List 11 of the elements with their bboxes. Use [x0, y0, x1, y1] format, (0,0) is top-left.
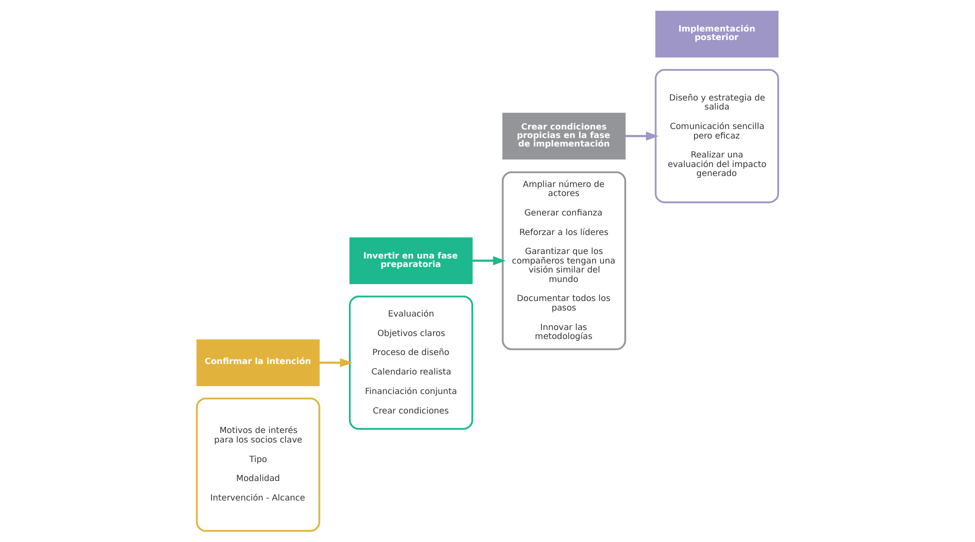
- arrow: [625, 132, 659, 141]
- node-box: Motivos de interés para los socios clave Tipo Modalidad Intervención - Alcance: [196, 398, 320, 532]
- node-box: Implementación posterior: [655, 10, 779, 58]
- node-box: Ampliar número de actores Generar confianza Reforzar a los líderes Garantizar que los compañeros tengan una visión similar del mundo Documentar todos los pasos Innovar las metodologías: [502, 171, 626, 350]
- node-box: Confirmar la intención: [196, 339, 320, 386]
- node-box: Invertir en una fase preparatoria: [349, 237, 473, 284]
- node-box: Diseño y estrategia de salida Comunicación sencilla pero eficaz Realizar una evaluación del impacto generado: [654, 69, 780, 204]
- arrow: [472, 256, 506, 266]
- node-box: Crear condiciones propicias en la fase de implementación: [502, 112, 626, 160]
- node-box: Evaluación Objetivos claros Proceso de diseño Calendario realista Financiación conjunta Crear condiciones: [348, 296, 474, 430]
- arrow: [319, 358, 353, 368]
